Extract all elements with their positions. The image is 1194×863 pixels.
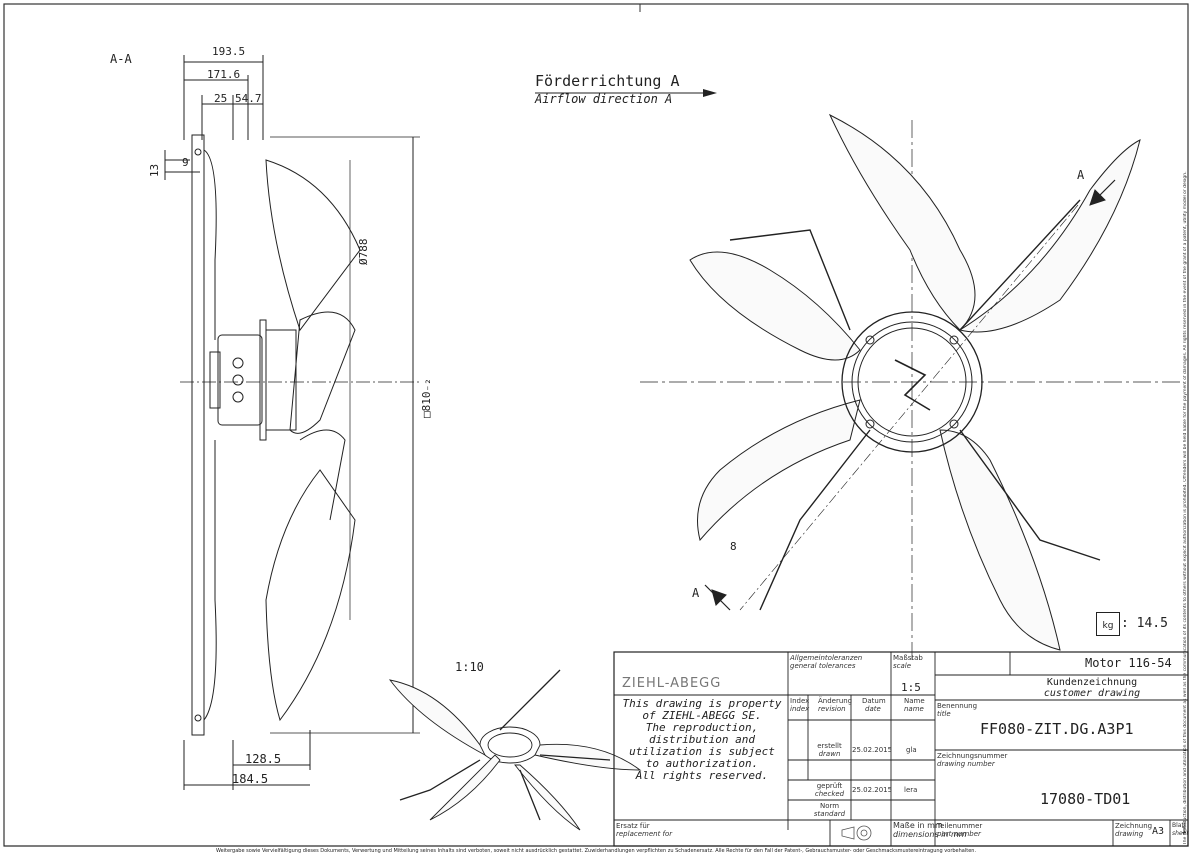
dim-193-5: 193.5 — [212, 45, 246, 58]
title-de: Benennung — [937, 702, 978, 710]
col-index-en: index — [790, 705, 810, 713]
dim-9: 9 — [182, 156, 189, 169]
dim-25: 25 — [214, 92, 228, 105]
dim-8: 8 — [730, 540, 737, 553]
section-marker-top: A — [1077, 168, 1085, 182]
dim-171-6: 171.6 — [207, 68, 241, 81]
weight-value: : 14.5 — [1121, 616, 1168, 631]
drawing-number-value: 17080-TD01 — [1040, 790, 1131, 808]
row-drawn-de: erstellt — [817, 742, 842, 750]
motor-label: Motor 116-54 — [1085, 656, 1172, 670]
footer-notice: Weitergabe sowie Vervielfältigung dieses… — [215, 848, 977, 854]
title-en: title — [937, 710, 951, 718]
scale-value: 1:5 — [901, 681, 921, 694]
property-notice: This drawing is property of ZIEHL-ABEGG … — [622, 697, 782, 782]
sheet-de: Blatt — [1172, 822, 1187, 829]
col-name-de: Name — [904, 697, 925, 705]
sheet-en: sheet — [1172, 830, 1189, 837]
format-en: drawing — [1115, 830, 1144, 838]
airflow-en: Airflow direction A — [535, 92, 673, 106]
tolerances-de: Allgemeintoleranzen — [790, 654, 863, 662]
col-name-en: name — [904, 705, 924, 713]
scale-de: Maßstab — [893, 654, 923, 662]
row-drawn-name: gla — [906, 746, 917, 754]
col-date-de: Datum — [862, 697, 886, 705]
company-logo: ZIEHL-ABEGG — [622, 676, 722, 691]
isometric-view — [388, 669, 642, 831]
title-value: FF080-ZIT.DG.A3P1 — [980, 720, 1134, 738]
title-block — [4, 651, 1189, 847]
units-en: dimensions in mm — [893, 830, 967, 839]
format-value: A3 — [1152, 826, 1165, 837]
small-scale: 1:10 — [455, 660, 484, 674]
side-view — [164, 55, 420, 790]
doc-type-de: Kundenzeichnung — [1046, 677, 1138, 688]
row-checked-en: checked — [814, 790, 845, 798]
row-checked-date: 25.02.2015 — [852, 786, 893, 794]
replacement-en: replacement for — [616, 830, 673, 838]
airflow-arrow-icon — [535, 89, 717, 97]
row-checked-name: lera — [904, 786, 918, 794]
projection-symbol-icon — [841, 825, 872, 841]
col-change-de: Änderung — [818, 697, 853, 705]
drawing-number-en: drawing number — [937, 760, 995, 768]
col-date-en: date — [865, 705, 881, 713]
dim-diameter: Ø788 — [357, 238, 370, 266]
part-number-de: Teilenummer — [937, 822, 983, 830]
drawing-number-de: Zeichnungsnummer — [937, 752, 1008, 760]
dim-square: □810₋₂ — [420, 378, 433, 418]
dim-184-5: 184.5 — [232, 772, 269, 786]
row-standard-de: Norm — [819, 802, 840, 810]
units-de: Maße in mm — [893, 821, 943, 830]
row-standard-en: standard — [813, 810, 846, 818]
dim-13: 13 — [148, 163, 162, 178]
row-checked-de: geprüft — [816, 782, 843, 790]
row-drawn-date: 25.02.2015 — [852, 746, 893, 754]
side-notice: The reproduction, distribution and utili… — [1183, 171, 1188, 845]
doc-type-en: customer drawing — [1043, 688, 1141, 699]
kg-icon: kg — [1096, 612, 1120, 636]
section-label: A-A — [110, 52, 132, 66]
part-number-en: part number — [937, 830, 981, 838]
col-change-en: revision — [818, 705, 846, 713]
scale-en: scale — [893, 662, 912, 670]
dim-128-5: 128.5 — [245, 752, 282, 766]
front-view — [640, 113, 1180, 660]
sheet-value: 1 — [1181, 826, 1187, 836]
dim-54-7: 54.7 — [235, 92, 262, 105]
airflow-de: Förderrichtung A — [535, 72, 680, 90]
replacement-de: Ersatz für — [616, 822, 650, 830]
row-drawn-en: drawn — [818, 750, 841, 758]
tolerances-en: general tolerances — [790, 662, 856, 670]
section-marker-bottom: A — [692, 586, 700, 600]
format-de: Zeichnung — [1115, 822, 1153, 830]
col-index-de: Index — [790, 697, 810, 705]
